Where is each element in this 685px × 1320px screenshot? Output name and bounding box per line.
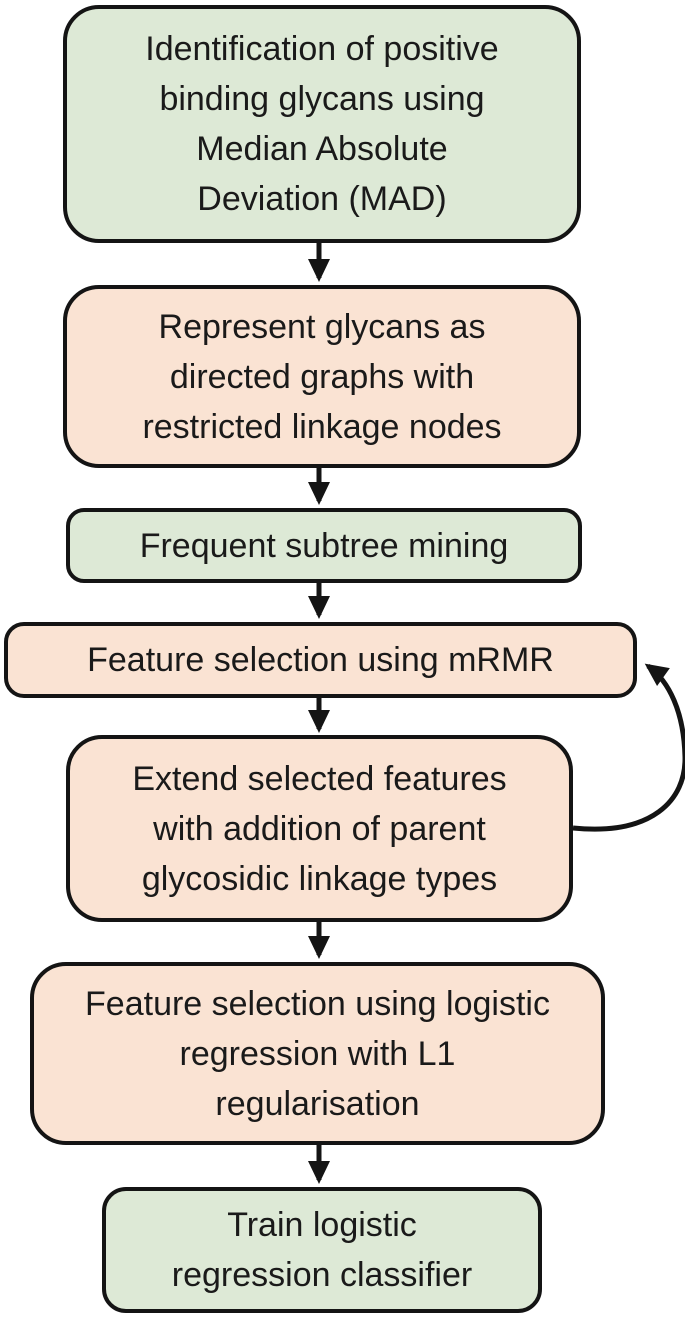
node-subtree-label: Frequent subtree mining (139, 526, 509, 565)
node-mad: Identification of positive binding glyca… (63, 5, 581, 243)
node-train-label: Train logistic regression classifier (171, 1206, 473, 1294)
node-l1-label: Feature selection using logistic regress… (85, 984, 550, 1123)
node-mrmr: Feature selection using mRMR (4, 622, 637, 698)
node-mad-label: Identification of positive binding glyca… (145, 30, 499, 218)
node-mrmr-label: Feature selection using mRMR (87, 641, 554, 679)
node-l1: Feature selection using logistic regress… (30, 962, 605, 1145)
node-extend: Extend selected features with addition o… (66, 735, 573, 922)
node-extend-label: Extend selected features with addition o… (132, 759, 507, 898)
node-graphs: Represent glycans as directed graphs wit… (63, 285, 581, 468)
node-train: Train logistic regression classifier (102, 1187, 542, 1313)
node-graphs-label: Represent glycans as directed graphs wit… (142, 307, 502, 446)
node-subtree: Frequent subtree mining (66, 508, 582, 583)
